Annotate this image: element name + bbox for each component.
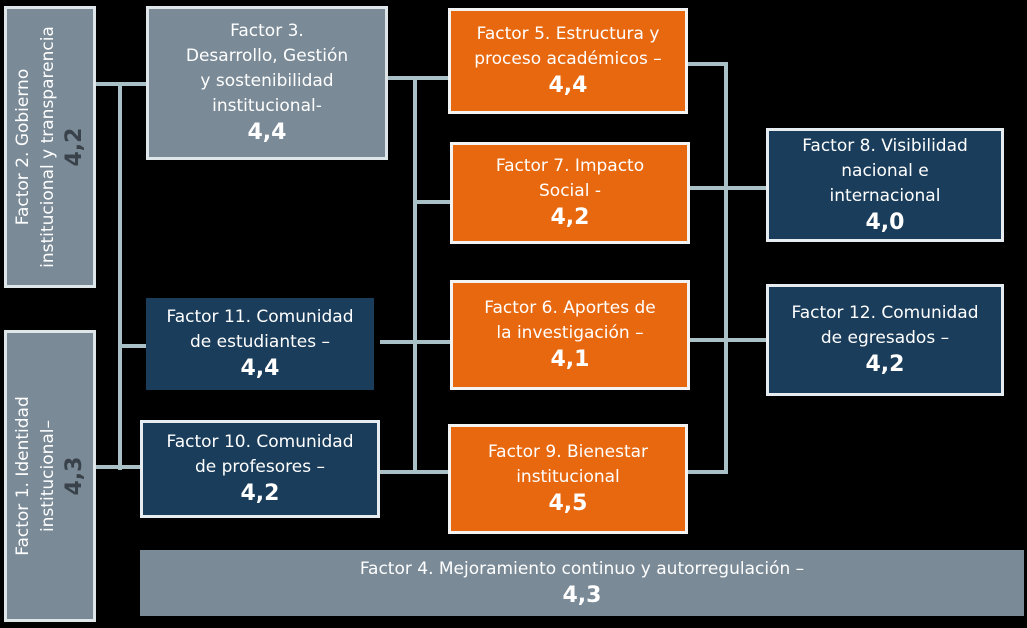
factor-12-score: 4,2	[865, 352, 905, 377]
connector-mid-vertical	[413, 76, 417, 474]
factor-2-score: 4,2	[62, 127, 87, 167]
factor-6-score: 4,1	[550, 347, 590, 372]
factor-6-label: Factor 6. Aportes de la investigación –	[484, 298, 656, 343]
factor-11-box: Factor 11. Comunidad de estudiantes – 4,…	[146, 298, 374, 390]
factor-10-score: 4,2	[240, 481, 280, 506]
factor-3-box: Factor 3. Desarrollo, Gestión y sostenib…	[146, 6, 388, 160]
factor-7-score: 4,2	[550, 205, 590, 230]
factor-3-score: 4,4	[247, 120, 287, 145]
factor-11-label: Factor 11. Comunidad de estudiantes –	[166, 307, 354, 352]
factor-2-box: Factor 2. Gobierno institucional y trans…	[4, 6, 96, 288]
connector-left-vertical	[118, 82, 122, 470]
factor-9-box: Factor 9. Bienestar institucional 4,5	[448, 424, 688, 534]
factor-1-box: Factor 1. Identidad institucional– 4,3	[4, 330, 96, 622]
factor-5-box: Factor 5. Estructura y proceso académico…	[448, 8, 688, 114]
connector-f7-f8	[688, 186, 768, 190]
factor-4-box: Factor 4. Mejoramiento continuo y autorr…	[140, 550, 1024, 616]
factor-8-score: 4,0	[865, 209, 905, 235]
factor-11-score: 4,4	[240, 356, 280, 381]
factor-10-label: Factor 10. Comunidad de profesores –	[166, 432, 354, 477]
connector-left-f11	[118, 344, 148, 348]
factor-9-score: 4,5	[548, 491, 588, 516]
factor-9-label: Factor 9. Bienestar institucional	[487, 442, 649, 487]
factor-6-box: Factor 6. Aportes de la investigación – …	[450, 280, 690, 390]
factor-1-score: 4,3	[62, 456, 87, 496]
factor-7-label: Factor 7. Impacto Social -	[495, 156, 645, 201]
factor-5-label: Factor 5. Estructura y proceso académico…	[474, 24, 662, 69]
connector-f3-right	[387, 76, 449, 80]
factor-12-label: Factor 12. Comunidad de egresados –	[791, 303, 979, 348]
connector-f9-right	[688, 470, 728, 474]
factor-4-score: 4,3	[562, 582, 602, 608]
factor-8-box: Factor 8. Visibilidad nacional e interna…	[766, 128, 1004, 242]
factor-3-label: Factor 3. Desarrollo, Gestión y sostenib…	[185, 21, 349, 116]
connector-f11-f6	[380, 340, 450, 344]
factor-4-label: Factor 4. Mejoramiento continuo y autorr…	[359, 558, 805, 579]
factor-7-box: Factor 7. Impacto Social - 4,2	[450, 142, 690, 244]
connector-f2-f3	[96, 82, 148, 86]
factor-5-score: 4,4	[548, 73, 588, 98]
factor-2-label: Factor 2. Gobierno institucional y trans…	[13, 26, 58, 268]
connector-f5-right	[686, 62, 726, 66]
factor-8-label: Factor 8. Visibilidad nacional e interna…	[802, 135, 968, 206]
connector-f10-f9	[380, 470, 450, 474]
connector-f6-f12	[688, 338, 768, 342]
connector-right-vertical	[724, 62, 728, 474]
factor-1-label: Factor 1. Identidad institucional–	[13, 396, 58, 556]
factor-10-box: Factor 10. Comunidad de profesores – 4,2	[140, 420, 380, 518]
connector-f1-f10	[96, 465, 142, 469]
connector-mid-f7	[413, 200, 453, 204]
factor-12-box: Factor 12. Comunidad de egresados – 4,2	[766, 284, 1004, 396]
